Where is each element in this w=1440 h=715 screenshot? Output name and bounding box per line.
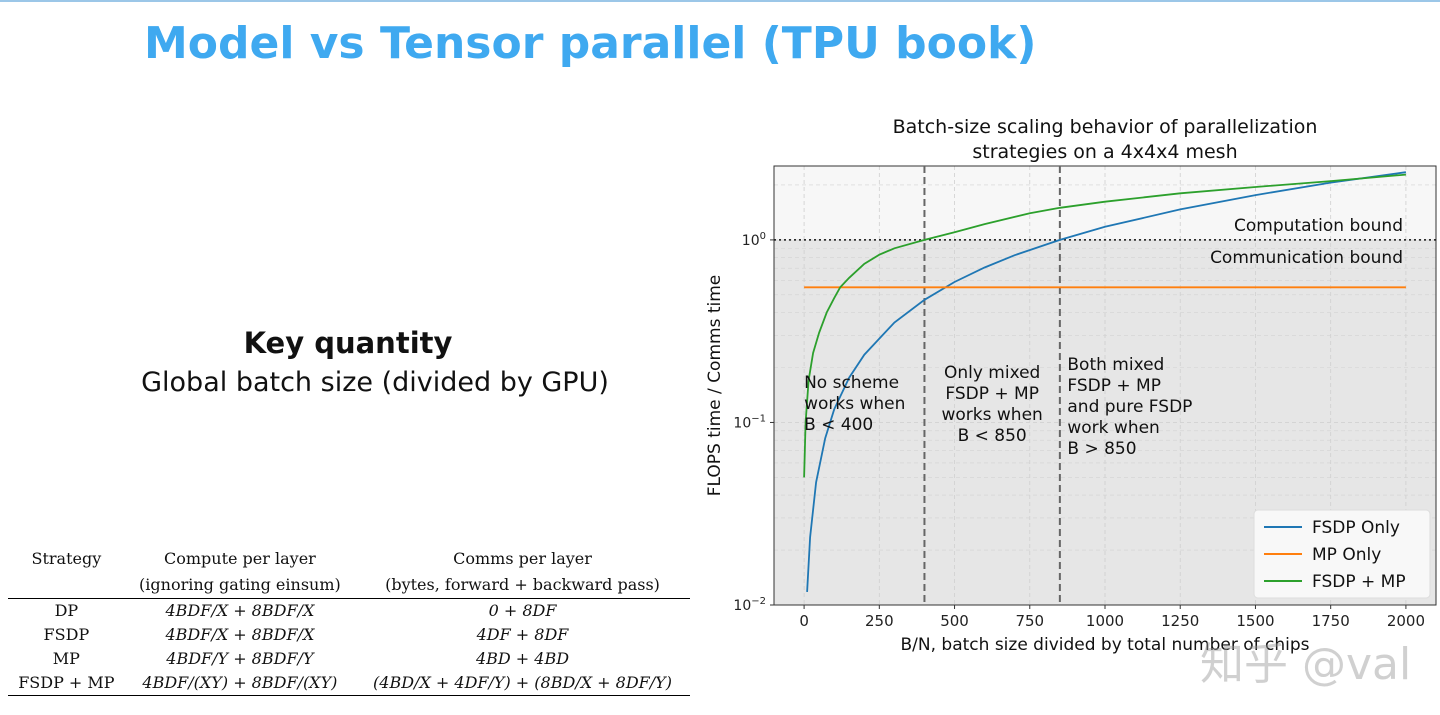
cell: (4BD/X + 4DF/Y) + (8BD/X + 8DF/Y) [355, 671, 690, 696]
slide-title: Model vs Tensor parallel (TPU book) [144, 18, 1037, 69]
watermark: 知乎 @val [1200, 639, 1412, 690]
x-axis-label: B/N, batch size divided by total number … [901, 635, 1310, 655]
legend-box [1253, 509, 1431, 599]
header-compute: Compute per layer [163, 549, 316, 568]
chart-title: strategies on a 4x4x4 mesh [972, 141, 1237, 163]
region-annotation: works when [804, 394, 905, 414]
table-row: DP 4BDF/X + 8BDF/X 0 + 8DF [8, 599, 690, 624]
region-annotation: and pure FSDP [1067, 397, 1192, 417]
communication-bound-label: Communication bound [1210, 248, 1403, 268]
header-comms-sub: (bytes, forward + backward pass) [355, 572, 690, 599]
cell: 4DF + 8DF [476, 625, 569, 644]
strategy-table: Strategy Compute per layer Comms per lay… [8, 546, 690, 696]
top-divider [0, 0, 1440, 2]
key-quantity-description: Global batch size (divided by GPU) [141, 367, 609, 398]
cell: 4BD + 4BD [475, 649, 570, 668]
x-tick-label: 1750 [1312, 612, 1350, 630]
legend-label: MP Only [1312, 545, 1381, 565]
computation-bound-label: Computation bound [1234, 216, 1403, 236]
x-tick-label: 2000 [1387, 612, 1425, 630]
cell: FSDP [43, 625, 90, 644]
x-tick-label: 1000 [1086, 612, 1124, 630]
cell: 0 + 8DF [488, 601, 557, 620]
y-axis-label: FLOPS time / Comms time [705, 275, 725, 496]
series-line-fsdp-only [806, 171, 1407, 592]
x-tick-label: 500 [940, 612, 969, 630]
y-tick-label: 10−2 [733, 596, 766, 614]
batch-scaling-chart: Batch-size scaling behavior of paralleli… [705, 116, 1437, 655]
cell: FSDP + MP [8, 671, 125, 696]
region-annotation: FSDP + MP [945, 384, 1039, 404]
region-annotation: No scheme [804, 373, 899, 393]
series-line-fsdp-mp [803, 173, 1406, 478]
chart-title: Batch-size scaling behavior of paralleli… [893, 116, 1318, 138]
table-row: FSDP 4BDF/X + 8BDF/X 4DF + 8DF [8, 623, 690, 647]
region-annotation: B < 850 [958, 426, 1027, 446]
x-tick-label: 1500 [1236, 612, 1274, 630]
cell: 4BDF/(XY) + 8BDF/(XY) [124, 671, 356, 696]
legend-label: FSDP + MP [1312, 572, 1406, 592]
region-annotation: works when [942, 405, 1043, 425]
table-row: MP 4BDF/Y + 8BDF/Y 4BD + 4BD [8, 647, 690, 671]
header-compute-sub: (ignoring gating einsum) [124, 572, 356, 599]
legend-label: FSDP Only [1312, 518, 1400, 538]
x-tick-label: 250 [865, 612, 894, 630]
y-tick-label: 100 [742, 231, 766, 249]
cell: 4BDF/X + 8BDF/X [165, 625, 315, 644]
region-annotation: FSDP + MP [1067, 376, 1161, 396]
region-annotation: Only mixed [944, 363, 1040, 383]
key-quantity-label: Key quantity [243, 326, 453, 360]
x-tick-label: 750 [1015, 612, 1044, 630]
cell: 4BDF/X + 8BDF/X [165, 601, 315, 620]
cell: 4BDF/Y + 8BDF/Y [166, 649, 314, 668]
y-tick-label: 10−1 [733, 413, 766, 431]
x-tick-label: 1250 [1161, 612, 1199, 630]
cell: DP [54, 601, 79, 620]
region-annotation: work when [1067, 418, 1159, 438]
region-annotation: B < 400 [804, 415, 873, 435]
header-strategy: Strategy [31, 549, 102, 568]
header-comms: Comms per layer [453, 549, 592, 568]
region-annotation: B > 850 [1067, 439, 1136, 459]
x-tick-label: 0 [799, 612, 809, 630]
header-strategy-sub [8, 572, 125, 599]
region-annotation: Both mixed [1067, 355, 1164, 375]
cell: MP [52, 649, 80, 668]
